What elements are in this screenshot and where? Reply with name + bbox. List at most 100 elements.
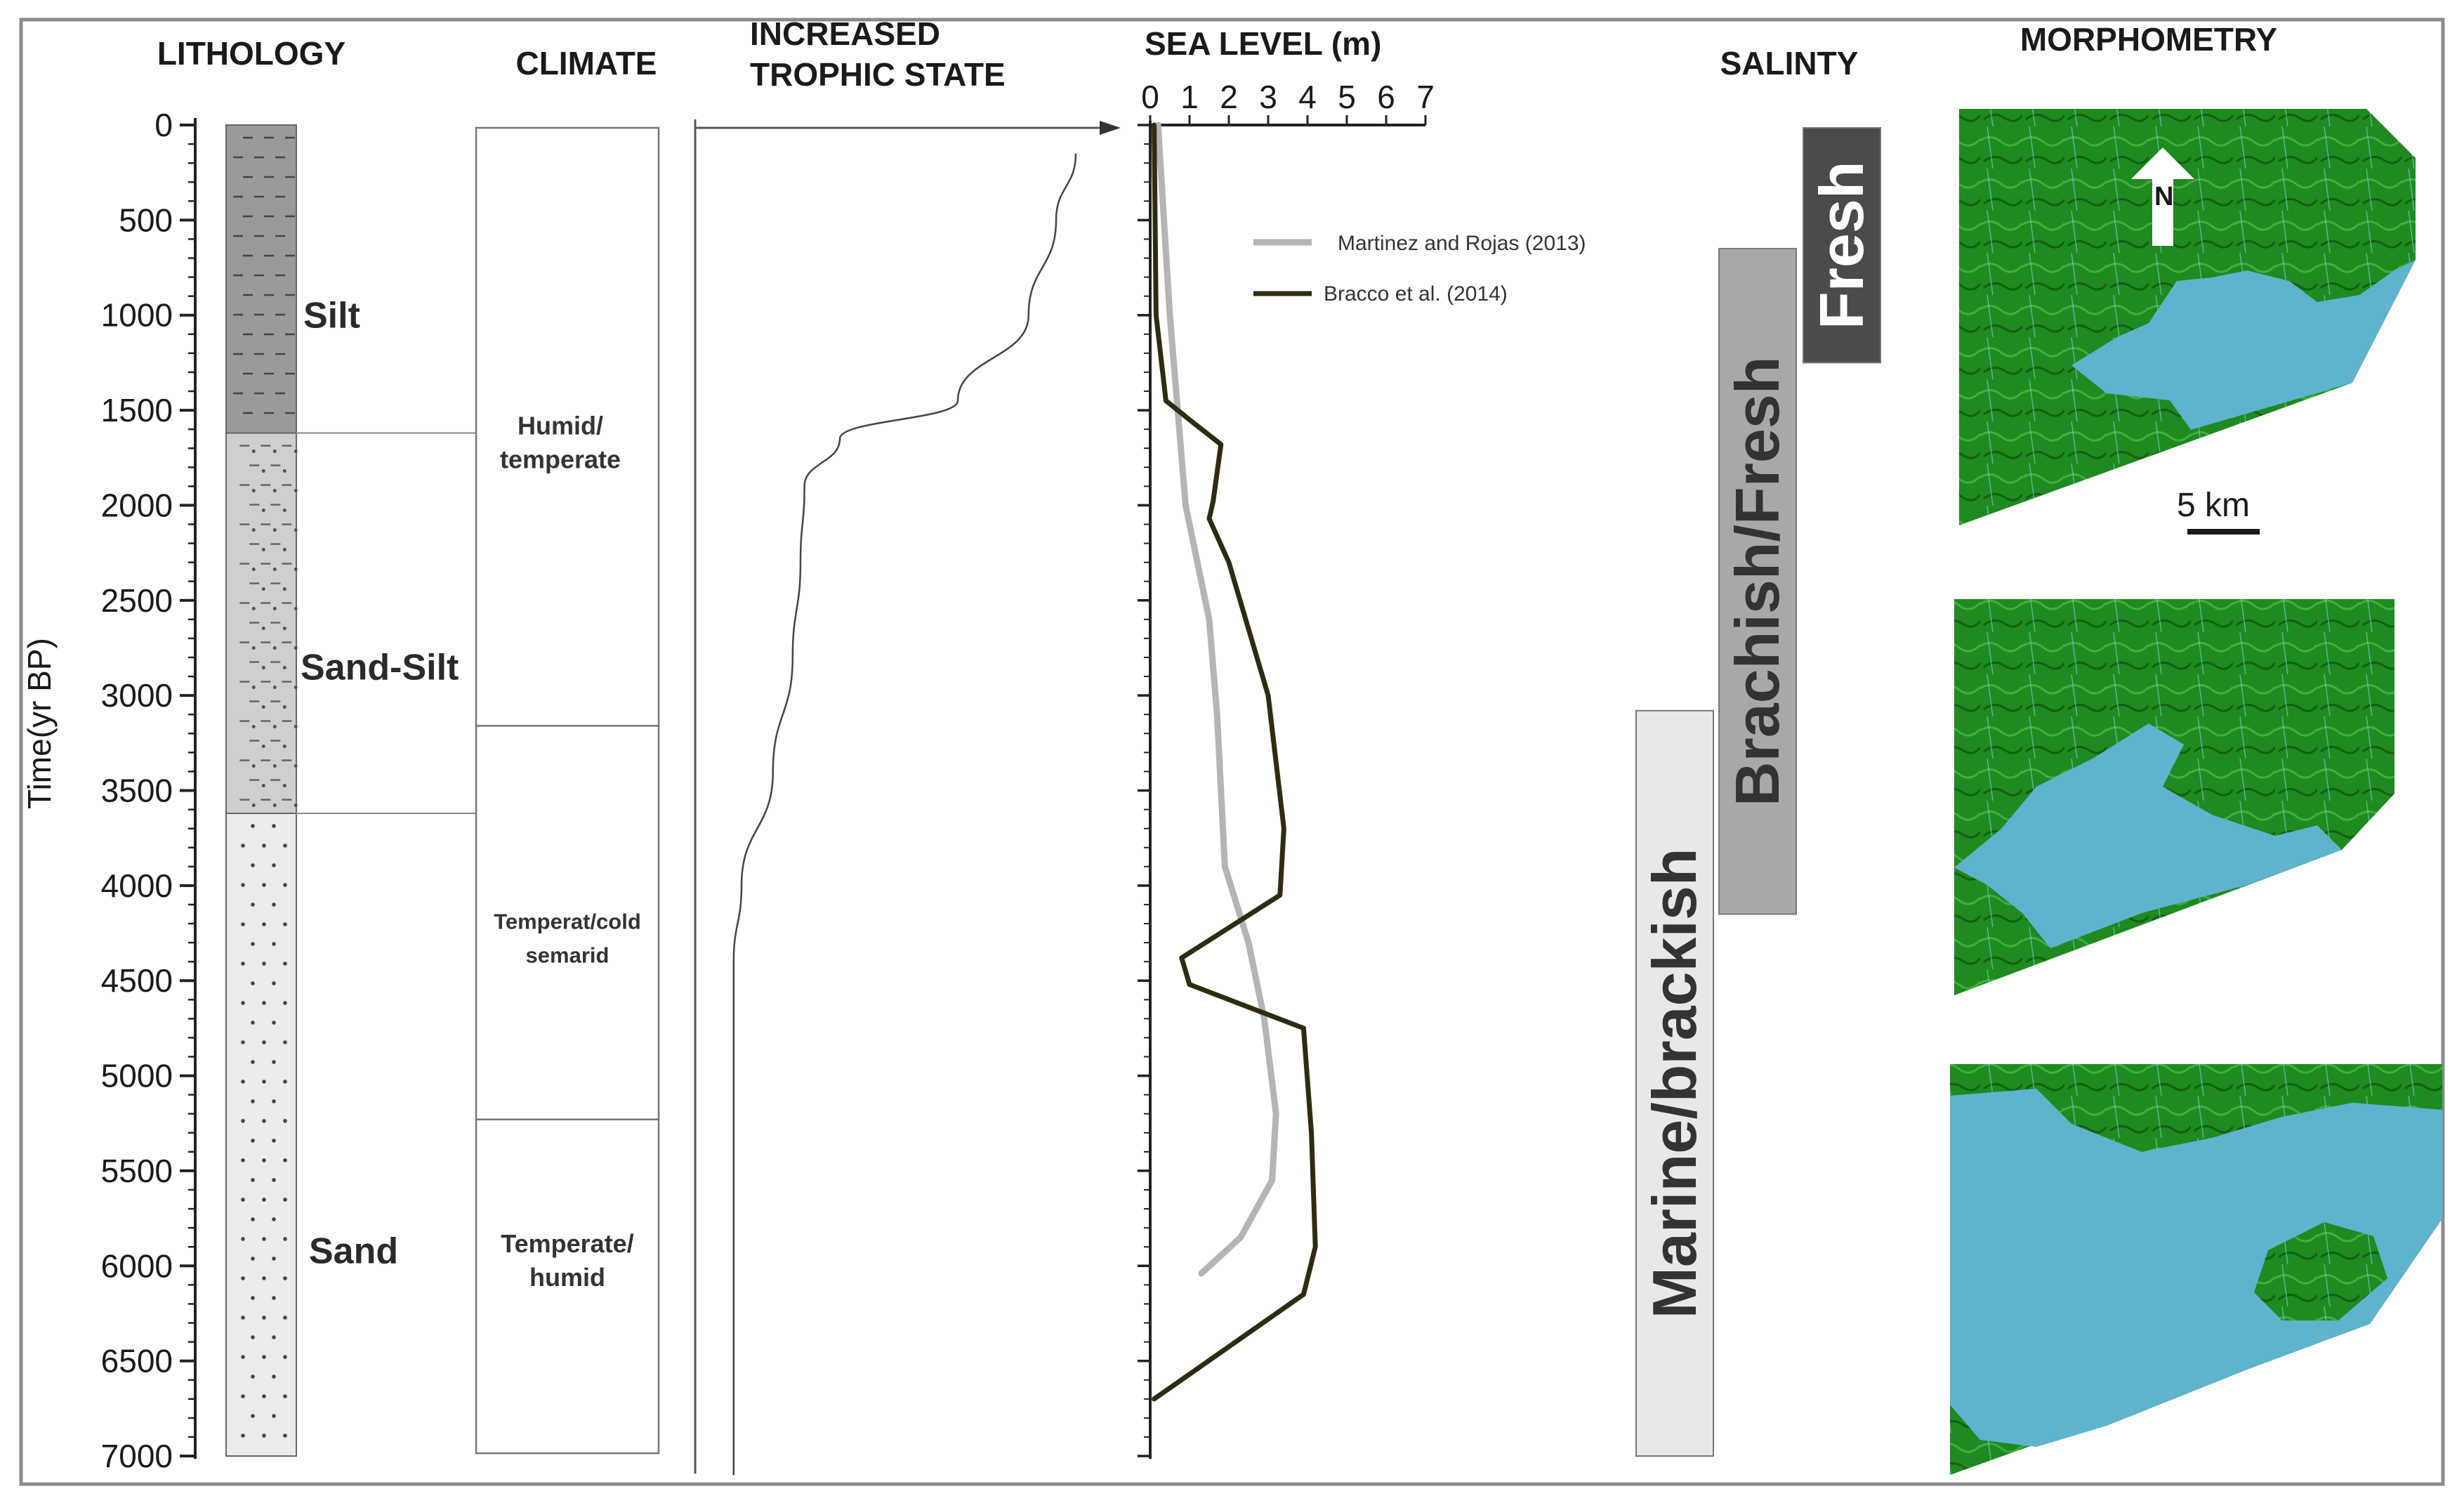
map-bottom-water xyxy=(1950,1089,2442,1447)
time-tick-label: 1500 xyxy=(101,392,173,428)
salinity-label: Marine/brackish xyxy=(1640,848,1709,1318)
sand-dot xyxy=(251,568,256,572)
sand-dot xyxy=(272,1139,276,1143)
sand-dot xyxy=(251,1139,255,1143)
sand-dot xyxy=(251,804,256,808)
sea-level-x-tick-label: 5 xyxy=(1338,79,1356,115)
sand-dot xyxy=(241,1394,245,1398)
time-axis: 0500100015002000250030003500400045005000… xyxy=(101,107,197,1474)
lithology-label: Silt xyxy=(303,296,360,336)
sand-dot xyxy=(241,1276,245,1280)
sea-level-x-tick-label: 3 xyxy=(1259,79,1277,115)
sand-dot xyxy=(251,1099,255,1103)
sand-dot xyxy=(283,1080,287,1084)
sand-dot xyxy=(283,1355,287,1359)
sand-dot xyxy=(241,1198,245,1202)
sand-dot xyxy=(272,1021,276,1025)
sand-dot xyxy=(272,1335,276,1339)
sand-dot xyxy=(262,1001,266,1005)
salinity-bar xyxy=(1718,247,1797,915)
sea-level-x-tick-label: 2 xyxy=(1220,79,1238,115)
sand-dot xyxy=(283,1198,287,1202)
sand-dot xyxy=(283,1316,287,1320)
sand-dot xyxy=(272,764,277,768)
sand-dot xyxy=(272,489,277,493)
climate-interval xyxy=(475,126,660,727)
sand-dot xyxy=(241,1237,245,1241)
map-top-arrow xyxy=(2131,147,2194,246)
morphometry-panel: N 5 km xyxy=(1950,109,2442,1475)
sand-dot xyxy=(272,903,276,907)
north-label: N xyxy=(2154,182,2173,211)
sand-dot xyxy=(282,509,286,513)
climate-label-line1: Humid/ xyxy=(518,412,603,440)
sand-dot xyxy=(272,528,277,532)
sand-dot xyxy=(272,824,276,828)
sand-dot xyxy=(294,804,298,808)
sand-dot xyxy=(262,1237,266,1241)
sand-dot xyxy=(262,922,266,926)
legend: Martinez and Rojas (2013) Bracco et al. … xyxy=(1253,232,1586,306)
time-tick-label: 5500 xyxy=(101,1153,173,1189)
time-tick-label: 7000 xyxy=(101,1438,173,1474)
sand-dot xyxy=(272,1257,276,1261)
sand-dot xyxy=(251,942,255,946)
sand-dot xyxy=(262,962,266,966)
sand-dot xyxy=(241,1355,245,1359)
sand-dot xyxy=(262,1355,266,1359)
sand-dot xyxy=(261,666,265,670)
sand-dot xyxy=(283,1119,287,1123)
sand-dot xyxy=(251,1178,255,1182)
sand-dot xyxy=(241,1434,245,1438)
time-tick-label: 500 xyxy=(119,202,173,238)
sand-dot xyxy=(282,469,286,473)
sand-dot xyxy=(272,725,277,729)
climate-label-line2: humid xyxy=(529,1263,605,1292)
sand-dot xyxy=(283,922,287,926)
sand-dot xyxy=(262,1040,266,1044)
climate-interval xyxy=(475,725,660,1121)
sand-dot xyxy=(251,1296,255,1300)
sand-dot xyxy=(241,922,245,926)
sand-dot xyxy=(294,686,298,690)
series-martinez-line xyxy=(1154,122,1279,1277)
sand-dot xyxy=(261,548,265,552)
header-climate: CLIMATE xyxy=(515,45,657,81)
salinity-label: Brachish/Fresh xyxy=(1722,356,1792,806)
salinity-bar xyxy=(1803,127,1881,364)
sand-dot xyxy=(241,1001,245,1005)
salinity-bar xyxy=(1635,709,1714,1457)
sand-dot xyxy=(294,725,298,729)
sand-dot xyxy=(294,607,298,611)
sand-dot xyxy=(251,450,256,454)
sand-dot xyxy=(294,489,298,493)
sand-dot xyxy=(251,725,256,729)
sand-dot xyxy=(251,764,256,768)
sand-dot xyxy=(241,962,245,966)
sand-dot xyxy=(272,1414,276,1418)
sand-dot xyxy=(272,863,276,867)
sand-dot xyxy=(251,1217,255,1221)
map-top-water xyxy=(2071,260,2416,430)
sand-dot xyxy=(272,450,277,454)
sand-dot xyxy=(251,528,256,532)
time-tick-label: 4500 xyxy=(101,962,173,999)
lithology-label: Sand xyxy=(309,1231,398,1272)
lithology-unit xyxy=(225,124,297,434)
sand-dot xyxy=(272,686,277,690)
legend-label-bracco: Bracco et al. (2014) xyxy=(1324,282,1508,306)
map-bottom-island xyxy=(2254,1222,2387,1320)
map-middle xyxy=(1954,599,2394,995)
sand-dot xyxy=(283,1434,287,1438)
sand-dot xyxy=(262,1276,266,1280)
sand-dot xyxy=(282,745,286,749)
sand-dot xyxy=(283,1276,287,1280)
sand-dot xyxy=(251,903,255,907)
sand-dot xyxy=(294,764,298,768)
lithology-unit xyxy=(225,432,297,814)
map-top: N 5 km xyxy=(1959,109,2416,535)
sand-dot xyxy=(262,883,266,887)
legend-label-martinez: Martinez and Rojas (2013) xyxy=(1338,232,1586,255)
lithology-unit xyxy=(225,812,297,1457)
